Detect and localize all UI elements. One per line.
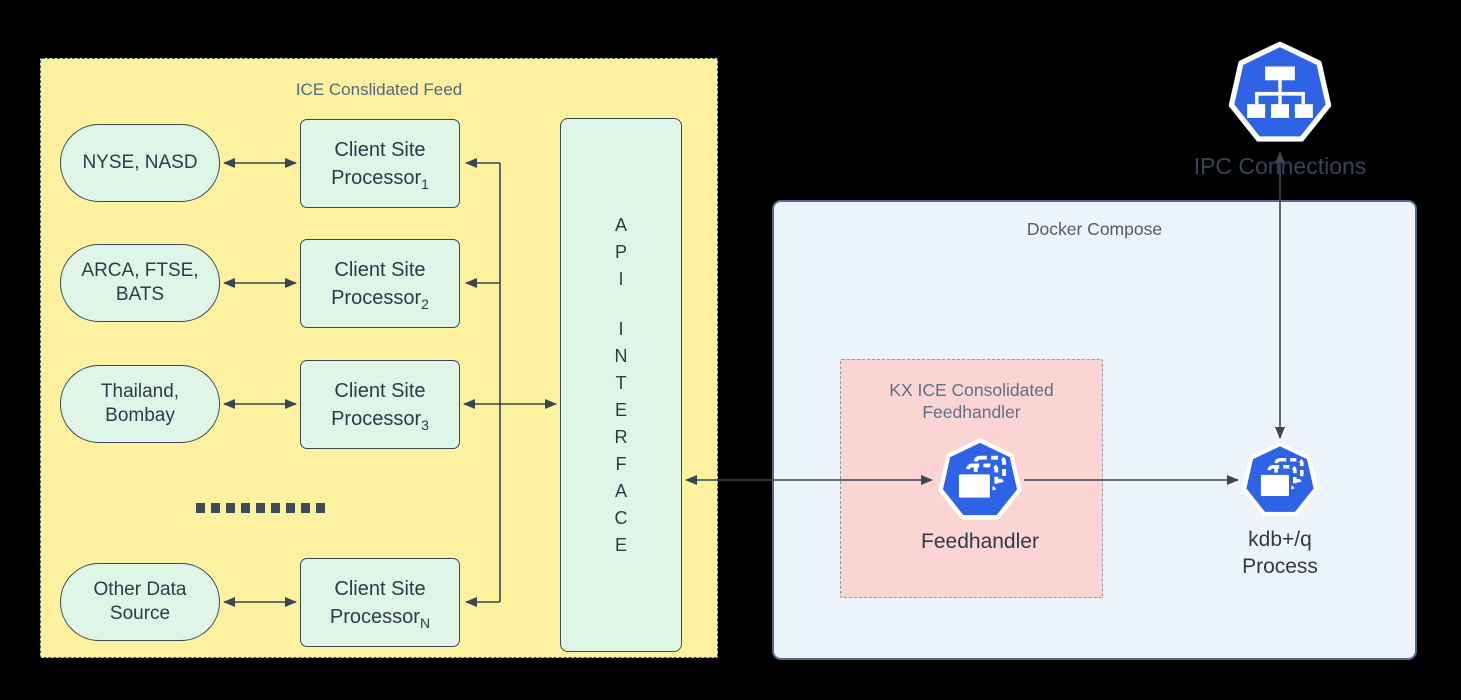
api-letter: I bbox=[618, 318, 624, 339]
processor-label: Client Site ProcessorN bbox=[329, 577, 431, 631]
api-letter: T bbox=[615, 372, 627, 393]
ipc-connections-icon bbox=[1228, 41, 1332, 142]
client-site-processor-n: Client Site ProcessorN bbox=[300, 558, 460, 647]
source-label: NYSE, NASD bbox=[82, 152, 198, 173]
source-node-thailand-bombay: Thailand, Bombay bbox=[60, 365, 220, 443]
source-label: Other Data Source bbox=[93, 579, 187, 624]
processor-label: Client Site Processor1 bbox=[331, 138, 429, 192]
api-letter: C bbox=[614, 507, 628, 528]
source-node-other-data-source: Other Data Source bbox=[60, 563, 220, 641]
source-label: ARCA, FTSE, BATS bbox=[81, 260, 199, 305]
api-letter: E bbox=[614, 534, 627, 555]
ellipsis-separator bbox=[196, 503, 328, 513]
api-letter: N bbox=[614, 345, 628, 366]
source-label: Thailand, Bombay bbox=[100, 381, 180, 426]
api-letter: P bbox=[614, 241, 627, 262]
docker-compose-title: Docker Compose bbox=[1026, 219, 1163, 239]
kdb-process-label: kdb+/q Process bbox=[1242, 528, 1318, 578]
feedhandler-process-icon bbox=[938, 438, 1022, 520]
ipc-connections-label: IPC Connections bbox=[1193, 153, 1367, 179]
processor-label: Client Site Processor2 bbox=[331, 258, 429, 312]
api-letter: A bbox=[614, 480, 627, 501]
api-interface-box: A P I I N T E R F A C E bbox=[560, 118, 682, 652]
ice-feed-title: ICE Conslidated Feed bbox=[295, 80, 463, 99]
processor-label: Client Site Processor3 bbox=[331, 379, 429, 433]
source-node-nyse-nasd: NYSE, NASD bbox=[60, 124, 220, 202]
client-site-processor-1: Client Site Processor1 bbox=[300, 119, 460, 208]
source-node-arca-ftse-bats: ARCA, FTSE, BATS bbox=[60, 244, 220, 322]
kx-feedhandler-title: KX ICE Consolidated Feedhandler bbox=[889, 380, 1054, 422]
kdb-process-icon bbox=[1242, 442, 1318, 516]
api-letter: E bbox=[614, 399, 627, 420]
api-letter: F bbox=[615, 453, 627, 474]
feedhandler-label: Feedhandler bbox=[921, 530, 1039, 553]
api-letter: R bbox=[614, 426, 628, 447]
client-site-processor-3: Client Site Processor3 bbox=[300, 360, 460, 449]
client-site-processor-2: Client Site Processor2 bbox=[300, 239, 460, 328]
api-letter: A bbox=[614, 214, 627, 235]
api-letter: I bbox=[618, 268, 624, 289]
